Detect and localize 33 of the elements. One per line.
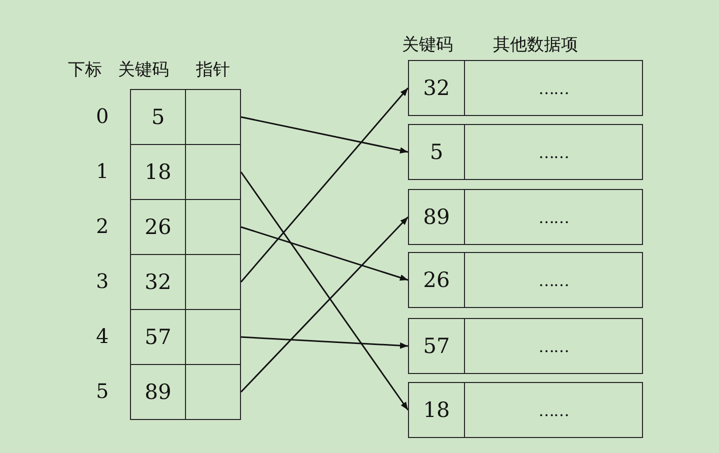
index-number: 3	[96, 269, 109, 293]
index-number: 1	[96, 159, 109, 183]
arrow	[240, 88, 409, 282]
index-number: 0	[96, 104, 109, 128]
column-header: 关键码	[402, 34, 453, 56]
data-cell: ……	[464, 60, 643, 116]
column-header: 下标	[68, 59, 102, 81]
data-cell: ……	[464, 382, 643, 438]
data-cell: ……	[464, 252, 643, 308]
data-cell: ……	[464, 124, 643, 180]
key-cell: 5	[408, 124, 465, 180]
index-number: 4	[96, 324, 109, 348]
index-number: 2	[96, 214, 109, 238]
key-cell: 89	[130, 364, 186, 420]
pointer-cell	[185, 364, 241, 420]
key-cell: 5	[130, 89, 186, 145]
pointer-cell	[185, 89, 241, 145]
arrow	[240, 336, 408, 349]
key-cell: 57	[408, 318, 465, 374]
column-header: 关键码	[118, 59, 169, 81]
data-cell: ……	[464, 189, 643, 245]
data-cell: ……	[464, 318, 643, 374]
key-cell: 89	[408, 189, 465, 245]
key-cell: 26	[408, 252, 465, 308]
arrow	[240, 226, 408, 281]
key-cell: 32	[408, 60, 465, 116]
column-header: 其他数据项	[493, 34, 578, 56]
key-cell: 18	[408, 382, 465, 438]
column-header: 指针	[196, 59, 230, 81]
arrow	[240, 172, 409, 410]
arrow	[240, 116, 408, 154]
index-number: 5	[96, 379, 109, 403]
arrow	[240, 216, 409, 393]
